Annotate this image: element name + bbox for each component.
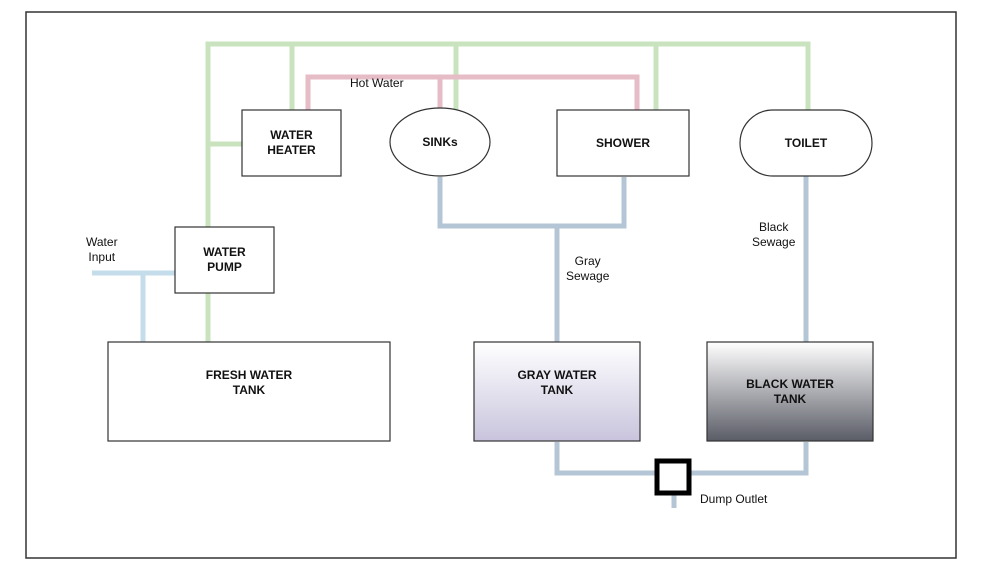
water-heater-box <box>241 109 342 177</box>
sinks-label: SINKs <box>422 134 458 149</box>
fresh-water-tank-label: FRESH WATER TANK <box>205 368 293 397</box>
dump-outlet-valve <box>654 458 692 496</box>
diagram-frame <box>25 11 957 559</box>
gray-water-tank <box>473 341 641 442</box>
shower-label: SHOWER <box>596 135 650 150</box>
water-input-lines <box>92 270 175 342</box>
hot-water-lines <box>305 74 640 110</box>
sinks-ellipse <box>389 107 491 177</box>
shower-box <box>556 109 690 177</box>
black-water-tank <box>706 341 874 442</box>
dump-outlet-label: Dump Outlet <box>700 492 768 506</box>
toilet-box <box>739 109 873 177</box>
water-pump-label: WATER PUMP <box>203 245 246 274</box>
black-sewage-label: Black Sewage <box>752 220 796 249</box>
water-heater-label: WATER HEATER <box>267 128 316 157</box>
toilet-label: TOILET <box>784 135 828 150</box>
water-pump-box <box>174 226 275 294</box>
gray-water-tank-label: GRAY WATER TANK <box>517 368 597 397</box>
black-water-tank-label: BLACK WATER TANK <box>746 377 834 406</box>
fresh-water-tank <box>107 341 391 442</box>
hot-water-label: Hot Water <box>350 76 404 90</box>
water-input-label: Water Input <box>86 235 118 264</box>
gray-sewage-label: Gray Sewage <box>566 254 610 283</box>
